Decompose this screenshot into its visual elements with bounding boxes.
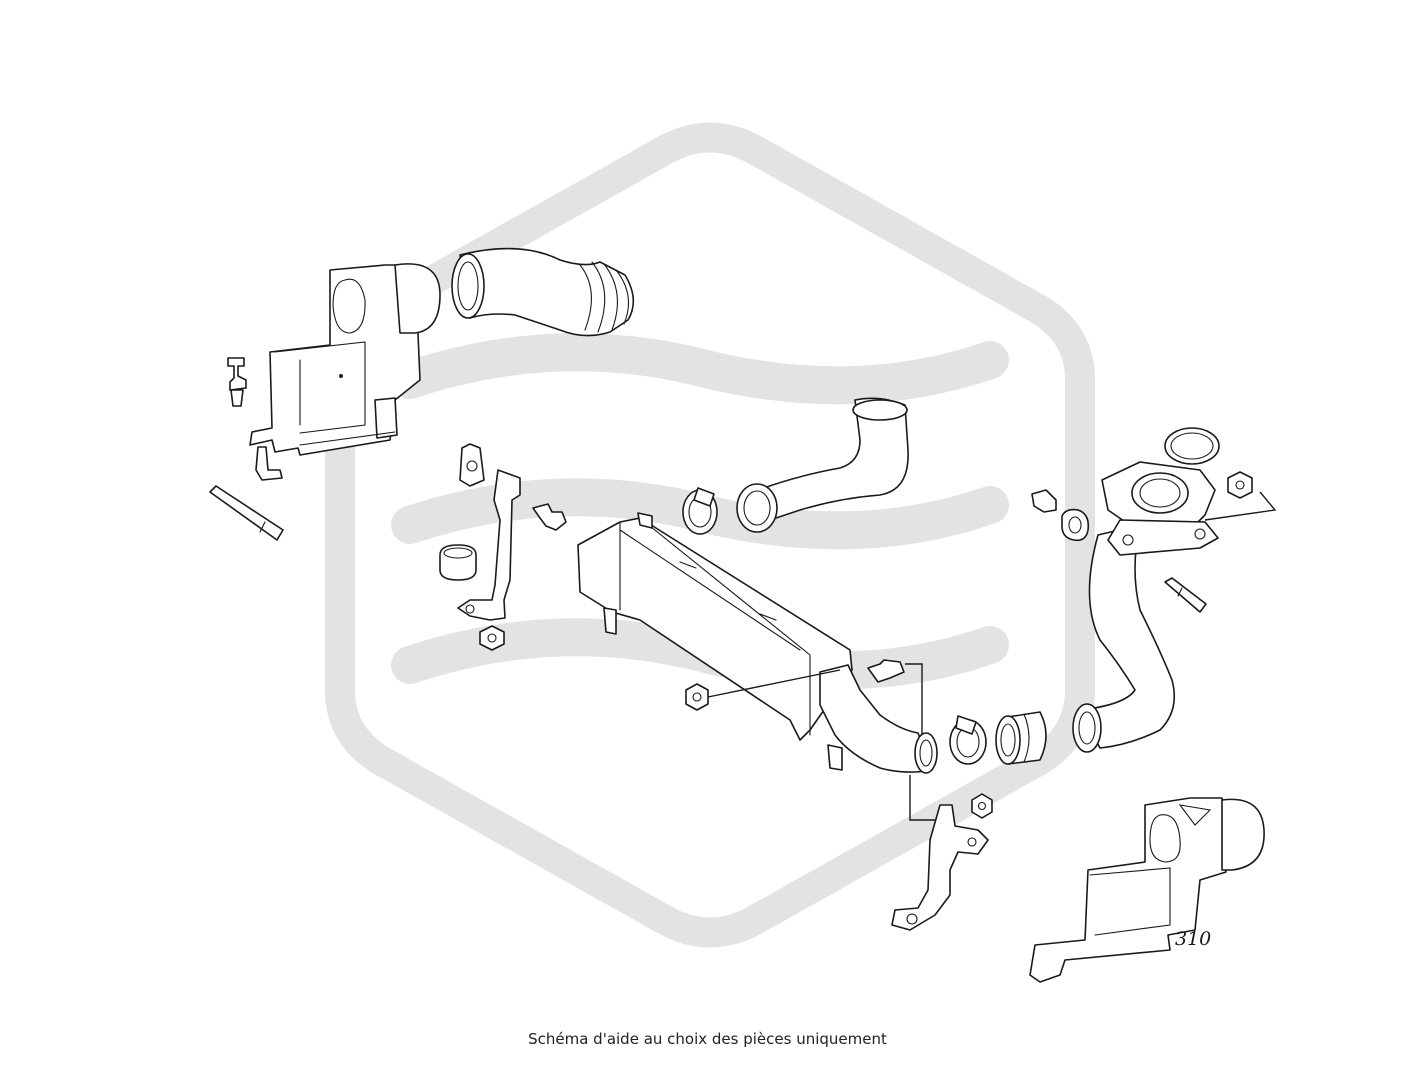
intake-hose-corrugated <box>451 247 635 337</box>
fitting-nipple <box>867 659 905 683</box>
intercooler-outlet-pipe <box>819 664 938 774</box>
air-duct-bracket-left <box>249 263 441 481</box>
reference-number: 310 <box>1175 928 1211 950</box>
bolt-middle <box>532 503 567 531</box>
watermark-logo <box>325 122 1095 948</box>
nut-intercooler <box>685 683 709 711</box>
grommet-right <box>1061 508 1090 542</box>
air-duct-bracket-right <box>1029 797 1265 983</box>
clip-holder <box>459 443 485 487</box>
rubber-grommet <box>439 544 477 581</box>
connector-sleeve <box>995 711 1047 765</box>
plug <box>1031 489 1057 513</box>
nut-lower <box>971 793 993 819</box>
leader-lines <box>707 491 1277 821</box>
hose-clamp-upper <box>682 487 718 535</box>
charge-air-pipe-right <box>1072 524 1176 753</box>
mounting-bracket-left <box>457 469 521 621</box>
rod-pin <box>209 485 284 541</box>
nut-left <box>479 625 505 651</box>
diagram-caption: Schéma d'aide au choix des pièces unique… <box>528 1030 887 1048</box>
intercooler <box>577 512 853 741</box>
nut-top-right <box>1227 471 1253 499</box>
stud-bolt <box>1164 577 1207 613</box>
mounting-bracket-lower <box>891 804 989 931</box>
charge-air-hose-upper <box>736 397 909 533</box>
bolt-left <box>227 357 247 407</box>
o-ring <box>1164 427 1220 465</box>
pipe-flange <box>1101 461 1219 556</box>
hose-clamp-lower <box>949 715 987 765</box>
